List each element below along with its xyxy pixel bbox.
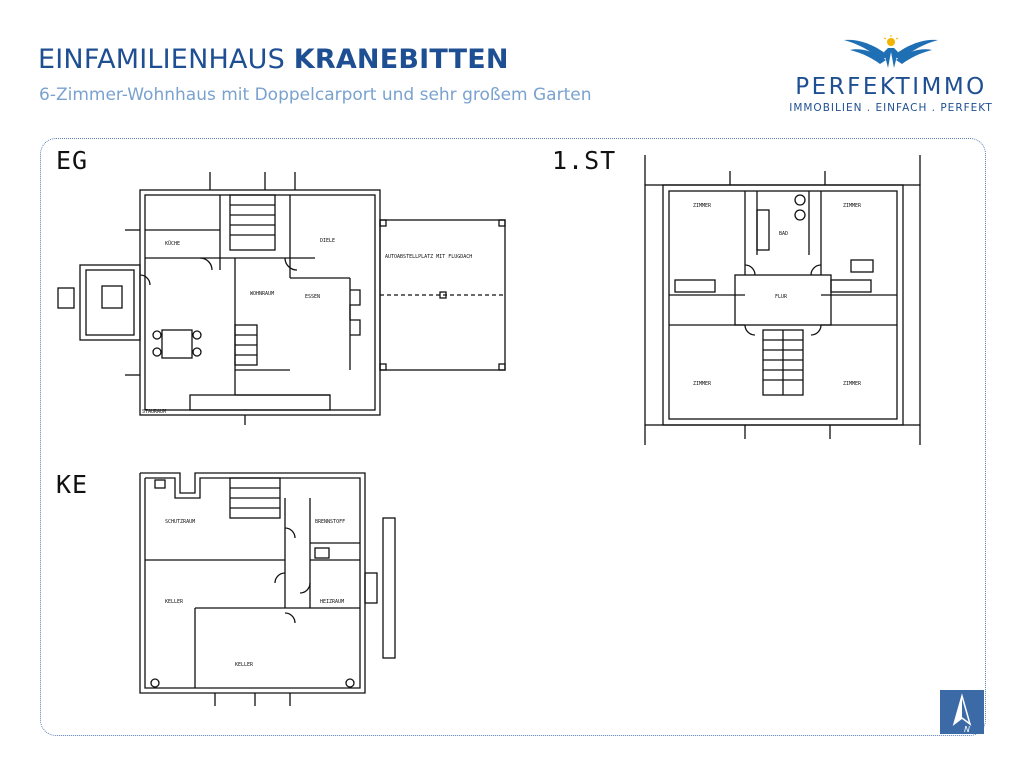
brand-logo: PERFEKTIMMO IMMOBILIEN . EINFACH . PERFE…: [776, 34, 1006, 124]
room-label-kueche: KÜCHE: [165, 240, 180, 247]
room-label-essen: ESSEN: [305, 294, 320, 300]
room-label-brennstoff: BRENNSTOFF: [315, 519, 345, 525]
title-normal: EINFAMILIENHAUS: [38, 44, 294, 75]
plan-frame: [40, 138, 986, 736]
floorplan-ke: SCHUTZRAUM BRENNSTOFF KELLER KELLER HEIZ…: [139, 472, 396, 706]
room-label-zimmer-2: ZIMMER: [843, 203, 862, 209]
north-arrow-tile: N: [940, 690, 984, 734]
room-label-keller-2: KELLER: [235, 662, 254, 668]
room-label-zimmer-1: ZIMMER: [693, 203, 712, 209]
room-label-stauraum: STAURAUM: [142, 409, 166, 415]
svg-text:N: N: [964, 725, 970, 734]
plan-label-1st: 1.ST: [552, 146, 617, 175]
brand-slogan: IMMOBILIEN . EINFACH . PERFEKT: [789, 102, 993, 114]
room-label-wohnraum: WOHNRAUM: [250, 291, 274, 297]
plan-label-ke: KE: [56, 470, 89, 499]
plan-label-eg: EG: [56, 146, 89, 175]
room-label-zimmer-3: ZIMMER: [693, 381, 712, 387]
floorplan-1st: ZIMMER ZIMMER ZIMMER ZIMMER BAD FLUR: [644, 155, 921, 445]
winged-sun-icon: [844, 35, 938, 68]
room-label-heizraum: HEIZRAUM: [320, 599, 344, 605]
title-bold: KRANEBITTEN: [293, 44, 509, 75]
room-label-diele: DIELE: [320, 238, 335, 244]
north-arrow-icon: N: [952, 693, 972, 734]
room-label-flur: FLUR: [775, 294, 788, 300]
room-label-bad: BAD: [779, 231, 788, 237]
room-label-zimmer-4: ZIMMER: [843, 381, 862, 387]
floorplan-eg: KÜCHE DIELE WOHNRAUM ESSEN AUTOABSTELLPL…: [57, 172, 506, 425]
room-label-keller-1: KELLER: [165, 599, 184, 605]
page-subtitle: 6-Zimmer-Wohnhaus mit Doppelcarport und …: [39, 85, 592, 105]
room-label-carport: AUTOABSTELLPLATZ MIT FLUGDACH: [385, 254, 472, 260]
brand-name: PERFEKTIMMO: [795, 74, 987, 100]
room-label-schutzraum: SCHUTZRAUM: [165, 519, 195, 525]
page-title: EINFAMILIENHAUS KRANEBITTEN: [38, 44, 509, 75]
